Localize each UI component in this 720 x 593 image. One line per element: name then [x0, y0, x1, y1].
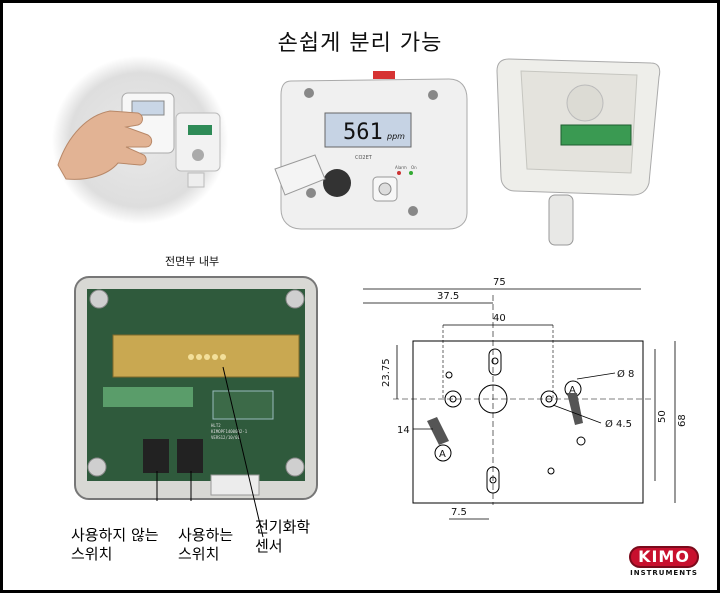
- dim-dia-4-5: Ø 4.5: [605, 418, 632, 430]
- device-screen-value: 561: [343, 120, 383, 145]
- dim-40: 40: [493, 313, 506, 324]
- marker-a-left: A: [439, 449, 446, 460]
- label-sensor: 전기화학 센서: [255, 518, 310, 556]
- marker-a-right: A: [569, 385, 576, 396]
- dim-50: 50: [657, 410, 668, 423]
- kimo-logo: KIMO: [629, 546, 699, 568]
- label-sensor-line1: 전기화학: [255, 518, 311, 536]
- label-used-switch-line1: 사용하는: [178, 526, 234, 544]
- page-frame: 손쉽게 분리 가능 561 ppm CO2ET Al: [3, 3, 717, 590]
- dim-37-5: 37.5: [437, 291, 459, 302]
- label-used-switch-line2: 스위치: [178, 545, 220, 563]
- photo-device-front: 561 ppm CO2ET Alarm On: [274, 71, 468, 230]
- label-unused-switch-line2: 스위치: [71, 545, 113, 563]
- dim-23-75: 23.75: [381, 358, 392, 387]
- device-alarm-label: Alarm: [395, 165, 407, 170]
- device-screen-unit: ppm: [386, 132, 405, 141]
- dim-dia-8: Ø 8: [617, 368, 634, 380]
- label-unused-switch-line1: 사용하지 않는: [71, 526, 159, 544]
- pcb-caption: 전면부 내부: [165, 255, 220, 268]
- dim-14: 14: [397, 425, 410, 436]
- label-used-switch: 사용하는 스위치: [178, 526, 233, 564]
- dim-7-5: 7.5: [451, 507, 467, 518]
- device-model-label: CO2ET: [355, 155, 373, 161]
- technical-drawing: 75 37.5 40 23.75 A A Ø 8 Ø: [363, 277, 688, 520]
- pcb-text-line3: VERS12/10/01: [211, 435, 240, 440]
- photo-pcb-interior: HLT2 KIMOPF1400002-1 VERS12/10/01: [74, 276, 318, 538]
- label-sensor-line2: 센서: [255, 537, 283, 555]
- dim-75: 75: [493, 277, 506, 288]
- photo-back-box: [496, 58, 661, 246]
- label-unused-switch: 사용하지 않는 스위치: [71, 526, 159, 564]
- dim-68: 68: [677, 414, 688, 427]
- kimo-logo-sub: INSTRUMENTS: [630, 569, 698, 577]
- photo-hand-detaching: [52, 56, 228, 224]
- pcb-text-line2: KIMOPF1400002-1: [211, 429, 248, 434]
- pcb-text-line1: HLT2: [211, 423, 221, 428]
- page-title: 손쉽게 분리 가능: [277, 31, 443, 56]
- device-on-label: On: [411, 165, 417, 170]
